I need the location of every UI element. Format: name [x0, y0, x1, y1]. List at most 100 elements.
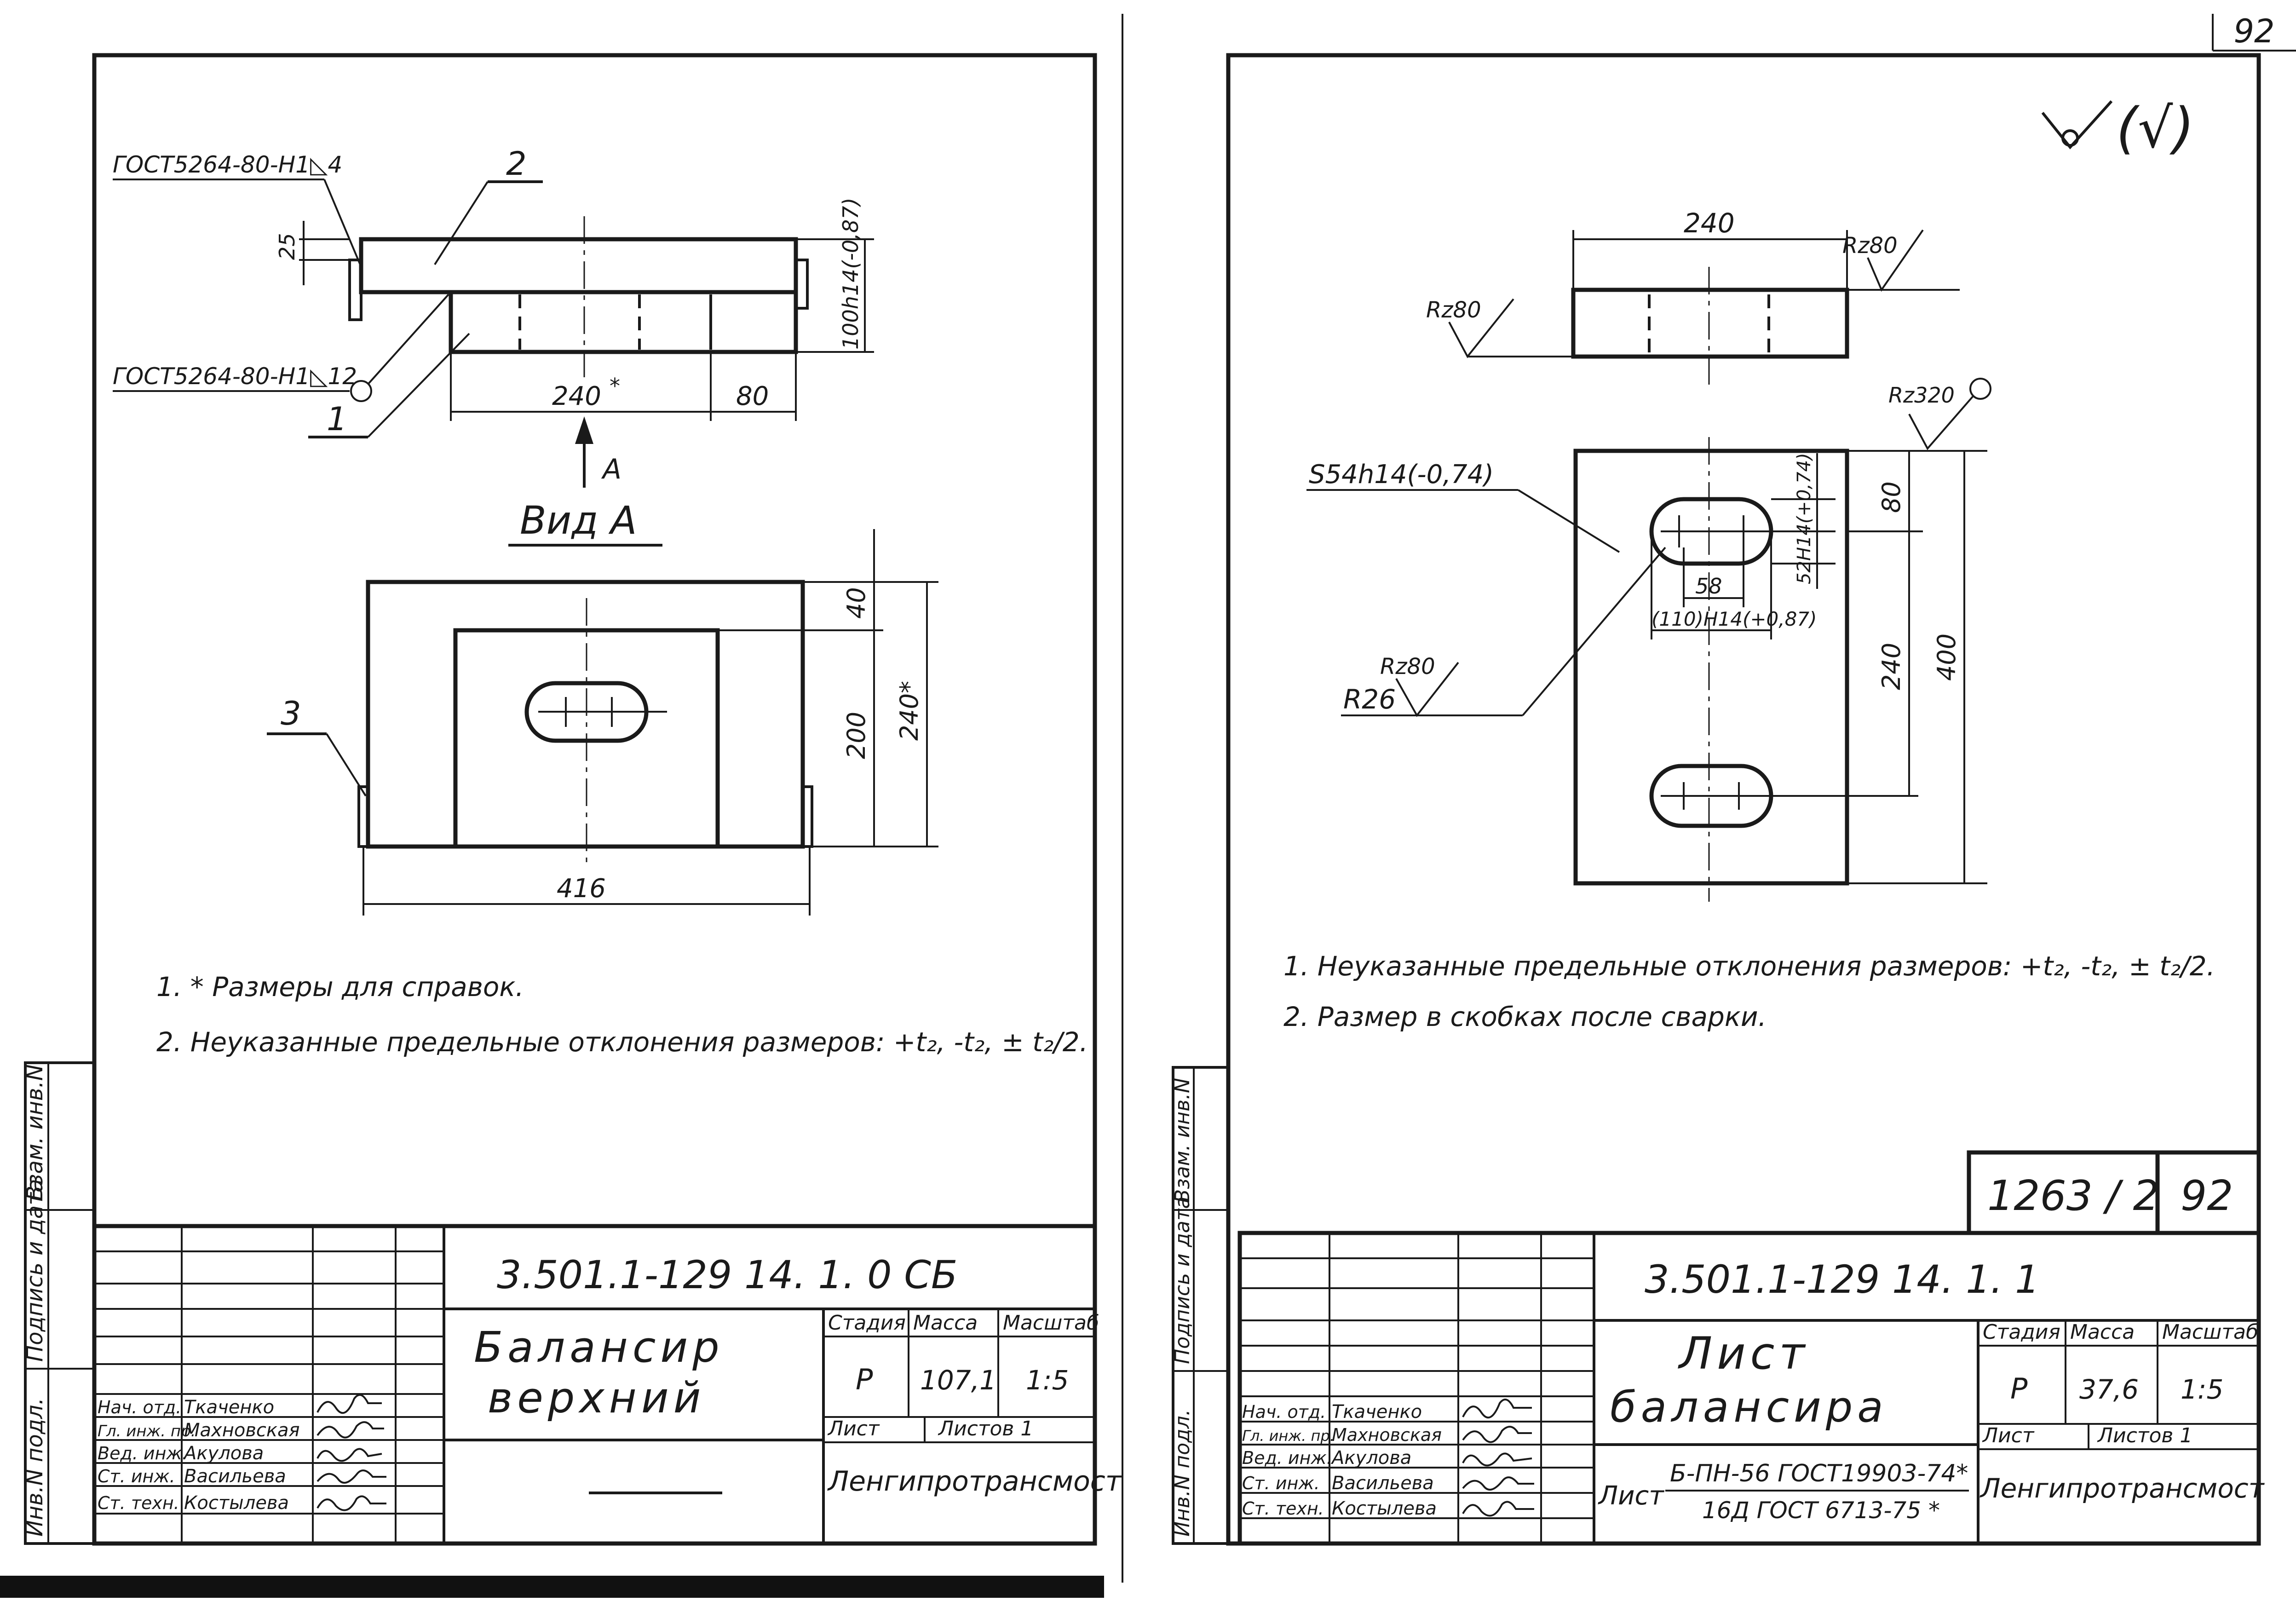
right-dim-58: 58: [1695, 574, 1722, 599]
left-scale-value: 1:5: [1026, 1365, 1069, 1396]
left-person-role-1: Нач. отд.: [98, 1397, 181, 1417]
left-view-title: Вид А: [520, 498, 637, 543]
left-signature-3: [316, 1448, 382, 1462]
left-part-name-1: Балансир: [474, 1323, 724, 1372]
right-sheet: Инв.N подл. Подпись и дата Взам. инв.N (…: [1171, 53, 2265, 1546]
left-person-name-4: Васильева: [184, 1466, 286, 1487]
right-mass-value: 37,6: [2079, 1374, 2139, 1405]
right-part-name-1: Лист: [1678, 1328, 1809, 1379]
right-person-role-5: Ст. техн.: [1242, 1498, 1324, 1519]
right-dim-400: 400: [1932, 634, 1961, 681]
left-dim-200: 200: [842, 712, 871, 759]
left-drawing-code: 3.501.1-129 14. 1. 0 СБ: [497, 1252, 958, 1297]
right-scale-header: Масштаб: [2162, 1320, 2258, 1344]
left-organization: Ленгипротрансмост: [827, 1465, 1122, 1498]
left-view-arrow-label: A: [601, 453, 621, 485]
right-person-role-1: Нач. отд.: [1242, 1402, 1326, 1422]
left-signature-1: [316, 1394, 382, 1414]
left-person-role-4: Ст. инж.: [98, 1466, 175, 1486]
left-person-name-3: Акулова: [183, 1443, 264, 1464]
right-stage-value: Р: [2010, 1372, 2028, 1405]
right-rz80-top-left: Rz80: [1426, 297, 1481, 323]
left-pos-3: 3: [281, 695, 301, 732]
left-mass-value: 107,1: [920, 1365, 996, 1396]
left-stage-value: Р: [856, 1363, 873, 1396]
right-note-1: 1. Неуказанные предельные отклонения раз…: [1283, 950, 2215, 982]
left-scale-header: Масштаб: [1003, 1311, 1099, 1335]
right-dim-52: 52H14(+0,74): [1794, 453, 1815, 584]
right-stamp-sign: Подпись и дата: [1171, 1197, 1194, 1364]
left-sheets-label: Листов 1: [938, 1417, 1033, 1440]
right-person-name-3: Акулова: [1330, 1447, 1411, 1469]
right-person-name-2: Махновская: [1332, 1425, 1442, 1445]
left-dim-240v: 240*: [895, 681, 924, 741]
right-dim-110: (110)H14(+0,87): [1652, 608, 1817, 630]
left-person-role-5: Ст. техн.: [98, 1493, 179, 1513]
left-sheet-label: Лист: [827, 1417, 880, 1440]
right-person-name-5: Костылева: [1332, 1498, 1437, 1519]
right-radius-label: R26: [1343, 684, 1396, 715]
right-part-name-2: балансира: [1610, 1382, 1888, 1432]
right-stamp-replace: Взам. инв.N: [1171, 1078, 1194, 1203]
left-part-name-2: верхний: [488, 1373, 705, 1423]
right-corner-left: 1263 / 2: [1987, 1172, 2159, 1220]
right-thickness-label: S54h14(-0,74): [1309, 460, 1494, 490]
left-dim-25: 25: [275, 233, 299, 260]
left-stamp-inv: Инв.N подл.: [22, 1398, 48, 1537]
right-stamp-inv: Инв.N подл.: [1171, 1409, 1194, 1537]
left-signature-5: [316, 1495, 386, 1511]
left-person-role-3: Вед. инж.: [98, 1443, 188, 1463]
right-signature-4: [1462, 1476, 1534, 1491]
left-sheet: Инв.N подл. Подпись и дата Взам. инв.N Г…: [22, 53, 1122, 1546]
right-roughness-paren: (√): [2116, 97, 2194, 161]
left-plate-1: [449, 290, 798, 354]
left-signature-2: [316, 1421, 384, 1439]
left-person-role-2: Гл. инж. пр.: [98, 1422, 196, 1440]
left-dim-100: 100h14(-0,87): [838, 198, 863, 350]
right-corner-box: 1263 / 2 92: [1967, 1150, 2261, 1235]
right-drawing-code: 3.501.1-129 14. 1. 1: [1645, 1257, 2040, 1302]
right-stage-header: Стадия: [1983, 1320, 2060, 1344]
right-dim-240-top: 240: [1684, 207, 1735, 239]
right-person-name-1: Ткаченко: [1332, 1401, 1422, 1423]
right-material-line-1: Б-ПН-56 ГОСТ19903-74*: [1670, 1460, 1968, 1487]
right-top-plate: [1571, 288, 1849, 359]
right-corner-right: 92: [2181, 1172, 2233, 1220]
right-mass-header: Масса: [2070, 1320, 2135, 1344]
left-pos-1: 1: [327, 400, 347, 438]
right-rz320: Rz320: [1888, 383, 1955, 408]
right-person-name-4: Васильева: [1332, 1473, 1434, 1494]
right-signature-2: [1462, 1426, 1532, 1443]
right-person-role-2: Гл. инж. пр.: [1242, 1427, 1335, 1445]
right-sheets-label: Листов 1: [2097, 1424, 2192, 1447]
left-view-a-plate: [366, 580, 805, 849]
right-side-stamp: Инв.N подл. Подпись и дата Взам. инв.N: [1171, 1066, 1230, 1545]
right-note-2: 2. Размер в скобках после сварки.: [1283, 1001, 1767, 1032]
right-scale-value: 1:5: [2181, 1374, 2223, 1405]
right-roughness-general: (√): [2041, 97, 2194, 161]
left-dim-40: 40: [842, 587, 871, 619]
right-signature-5: [1462, 1501, 1534, 1517]
left-title-block: 3.501.1-129 14. 1. 0 СБ Балансир верхний…: [92, 1224, 1122, 1546]
left-pos-2: 2: [506, 145, 527, 183]
left-stage-header: Стадия: [828, 1311, 906, 1335]
left-dim-416: 416: [557, 874, 606, 904]
left-stamp-sign: Подпись и дата: [22, 1179, 48, 1362]
right-material-prefix: Лист: [1598, 1481, 1664, 1511]
left-plate-2: [359, 237, 798, 294]
right-signature-3: [1462, 1452, 1532, 1467]
left-signature-4: [316, 1469, 386, 1484]
left-weld-callout-bottom: ГОСТ5264-80-Н1◺12: [113, 363, 357, 390]
right-signature-1: [1462, 1399, 1532, 1419]
left-dim-240: 240: [552, 381, 601, 411]
scan-edge-bar: [0, 1576, 1104, 1598]
left-stamp-replace: Взам. инв.N: [22, 1064, 48, 1201]
left-person-name-2: Махновская: [184, 1420, 300, 1441]
right-dim-240v: 240: [1877, 643, 1906, 690]
left-person-name-5: Костылева: [184, 1492, 289, 1514]
left-dim-240-star: *: [610, 374, 620, 398]
left-person-name-1: Ткаченко: [184, 1397, 274, 1418]
right-dim-80: 80: [1877, 481, 1906, 513]
page-number: 92: [2233, 12, 2274, 50]
